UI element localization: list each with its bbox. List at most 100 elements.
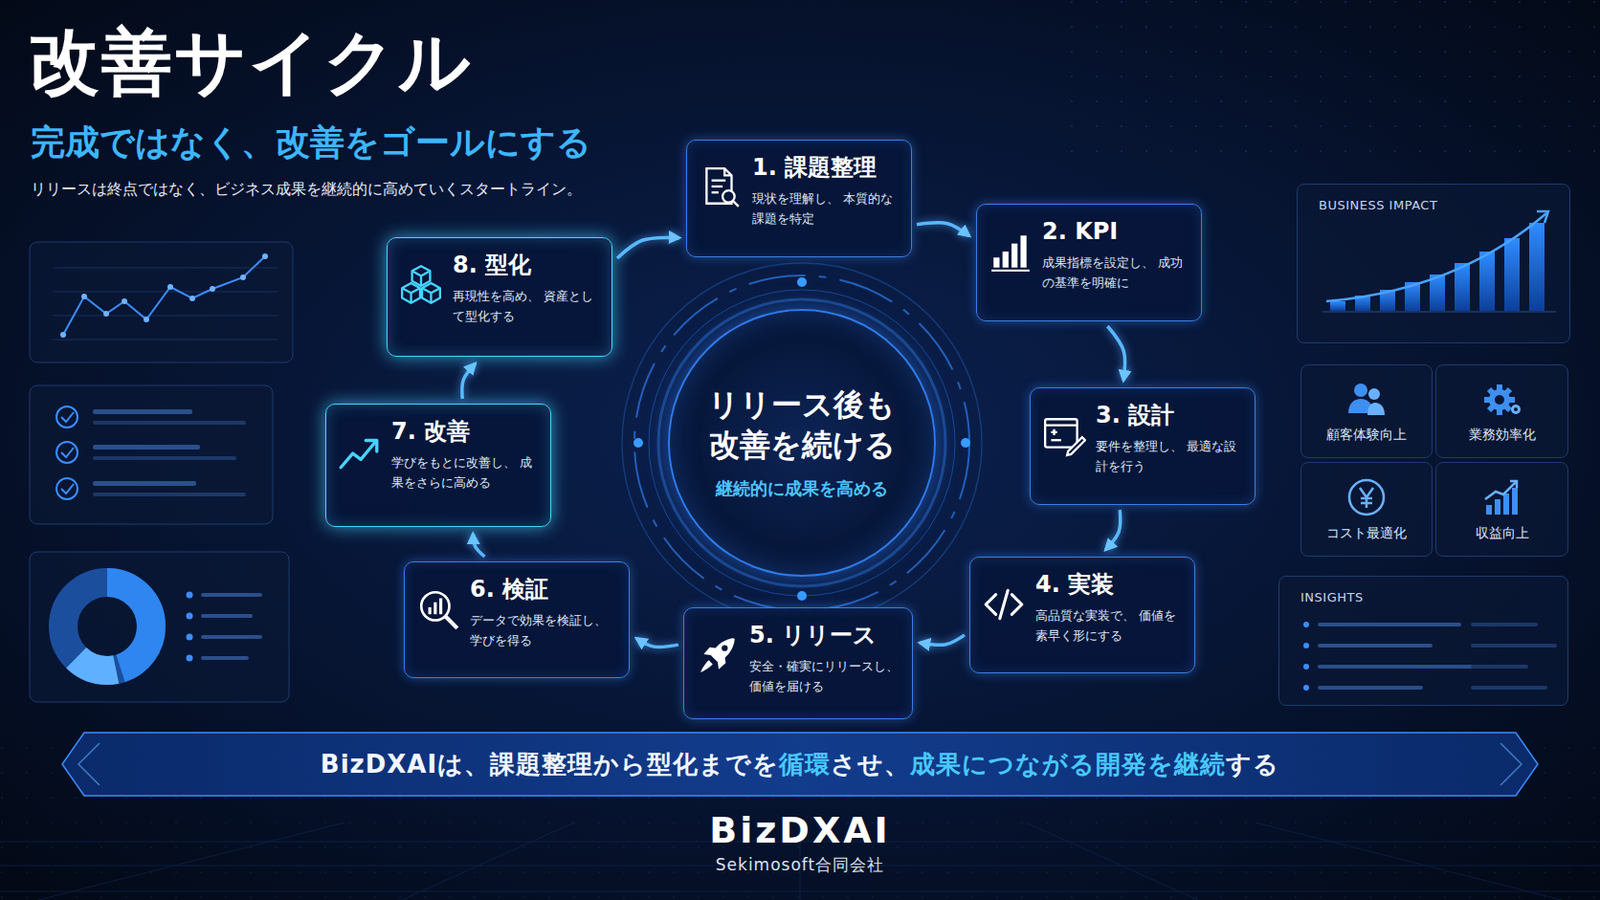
floor-grid-part	[1025, 822, 1199, 900]
step-icon-part-part	[412, 266, 431, 287]
step-icon-part-part	[1020, 235, 1026, 267]
insight-row-part	[1317, 622, 1462, 627]
step-icon-part-part	[401, 288, 421, 304]
tile-icon	[1480, 378, 1525, 422]
chart-panel: BUSINESS IMPACT	[1296, 183, 1571, 344]
tile-icon-part	[1510, 481, 1517, 489]
tile-icon	[1344, 378, 1389, 422]
step-icon-part-part	[439, 599, 443, 616]
donut-chart-panel-part	[200, 593, 263, 661]
center-rings-part	[622, 263, 982, 623]
center-heading: リリース後も 改善を続ける	[701, 385, 903, 466]
tile-icon	[1480, 476, 1525, 519]
step-icon-part	[721, 645, 728, 652]
step-icon-part-part	[1050, 439, 1061, 442]
tile-icon-part-part	[1368, 388, 1380, 400]
step-icon	[416, 587, 461, 632]
line-chart-panel-part-part	[60, 332, 67, 338]
step-icon-part-part	[422, 288, 441, 304]
summary-band: BizDXAIは、課題整理から型化までを循環させ、成果につながる開発を継続する	[61, 732, 1539, 798]
cycle-arrow	[919, 635, 965, 645]
cycle-arrow	[472, 533, 485, 557]
chart-axis	[1322, 311, 1556, 313]
line-chart-panel-part-part	[52, 291, 278, 293]
insight-row-part	[1317, 686, 1423, 690]
step-icon-part	[401, 266, 441, 304]
step-icon-part-part	[340, 442, 377, 468]
step-icon-part-part	[1011, 244, 1018, 268]
process-box: 3. 設計要件を整理し、 最適な設計を行う	[1029, 387, 1256, 506]
line-chart-panel-part	[63, 256, 266, 335]
summary-text: する	[1225, 748, 1280, 782]
tile-label: 顧客体験向上	[1301, 426, 1432, 445]
step-description: 現状を理解し、 本質的な課題を特定	[752, 189, 904, 230]
center-circle: リリース後も 改善を続ける継続的に成果を高める	[667, 309, 936, 578]
process-box: 1. 課題整理現状を理解し、 本質的な課題を特定	[686, 139, 912, 258]
tile-icon-part-part-part	[1488, 389, 1511, 411]
tile-icon-part-part	[1484, 384, 1515, 416]
step-description: データで効果を検証し、 学びを得る	[469, 611, 622, 652]
step-icon-part	[706, 168, 738, 207]
step-heading: 7. 改善	[391, 418, 543, 446]
line-chart-panel-part-part	[103, 311, 110, 317]
step-icon-part-part	[993, 257, 1000, 267]
insight-row-part	[1303, 664, 1310, 670]
step-icon-part	[428, 599, 444, 616]
chart-bar	[1529, 222, 1545, 312]
step-icon-part-part	[711, 179, 727, 182]
step-icon	[988, 229, 1033, 274]
step-icon-part-part	[1044, 423, 1077, 426]
process-box: 8. 型化再現性を高め、 資産として型化する	[386, 237, 613, 357]
step-heading: 3. 設計	[1095, 401, 1247, 430]
step-icon-part-part	[724, 168, 732, 176]
checklist-panel-part-part	[92, 456, 237, 461]
ring-dots-part	[960, 438, 971, 448]
donut-chart-panel-part	[63, 582, 152, 671]
chart-bar	[1479, 251, 1495, 312]
band-shape	[62, 733, 1538, 797]
process-box: 7. 改善学びをもとに改善し、 成果をさらに高める	[325, 403, 552, 528]
center-subtext: 継続的に成果を高める	[715, 477, 889, 501]
step-icon-part-part	[711, 185, 724, 188]
insights-panel: INSIGHTS	[1278, 576, 1569, 707]
company-name: Sekimosoft合同会社	[512, 855, 1088, 876]
step-description: 成果指標を設定し、 成功の基準を明確に	[1042, 253, 1194, 294]
step-icon-part	[700, 638, 735, 673]
tile-icon-part-part	[1360, 502, 1373, 506]
chart-bar	[1504, 238, 1520, 312]
tile-icon-part-part	[1494, 395, 1505, 405]
insight-row	[1303, 622, 1538, 628]
line-chart-panel-part-part	[81, 293, 88, 300]
step-icon-part-part	[1011, 595, 1022, 616]
page-title: 改善サイクル	[28, 21, 473, 103]
center-rings-part	[634, 275, 970, 611]
step-icon	[399, 263, 444, 308]
insight-row-part	[1303, 643, 1310, 649]
tile-icon-part	[1486, 488, 1518, 515]
step-description: 要件を整理し、 最適な設計を行う	[1095, 437, 1247, 478]
step-icon-part-part	[412, 270, 431, 287]
checklist-panel-part-part	[92, 492, 246, 497]
insight-row	[1303, 685, 1548, 691]
step-icon-part	[991, 235, 1030, 272]
tile-icon-part-part	[1359, 488, 1374, 498]
checklist-panel-part-part	[61, 484, 74, 494]
step-icon-part-part	[422, 283, 441, 304]
subtitle: 完成ではなく、改善をゴールにする	[30, 120, 701, 164]
step-icon-part-part	[401, 283, 421, 304]
impact-tile: 業務効率化	[1435, 364, 1569, 459]
step-icon-part	[421, 592, 458, 629]
tile-icon-part-part	[1354, 383, 1368, 398]
brand-logo: BizDXAI	[512, 808, 1088, 855]
tile-icon-part	[1348, 383, 1385, 416]
donut-chart-panel-part-part	[200, 593, 263, 598]
chart-bar	[1330, 301, 1346, 312]
ring-dots	[633, 277, 971, 601]
line-chart-panel-part	[60, 253, 268, 338]
step-icon-part-part	[717, 656, 726, 670]
tile-icon-part	[1484, 384, 1521, 416]
tile-icon-part	[1349, 480, 1384, 515]
tile-icon-part-part	[1511, 404, 1521, 415]
checklist-panel-part-part	[56, 442, 78, 464]
